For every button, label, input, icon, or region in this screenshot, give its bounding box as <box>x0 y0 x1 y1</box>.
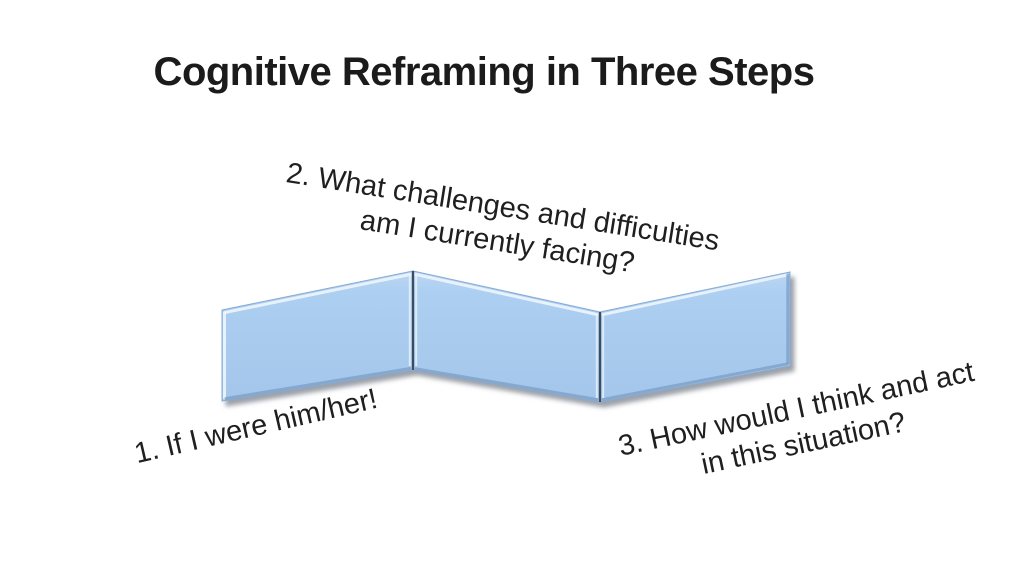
ribbon-fold-lines <box>408 271 605 402</box>
ribbon-panel-1 <box>221 270 414 402</box>
ribbon-panel-2 <box>412 270 601 403</box>
ribbon-bevel-shades <box>224 273 790 401</box>
ribbon-bevel-highlights <box>223 273 789 400</box>
slide-title: Cognitive Reframing in Three Steps <box>153 50 815 94</box>
